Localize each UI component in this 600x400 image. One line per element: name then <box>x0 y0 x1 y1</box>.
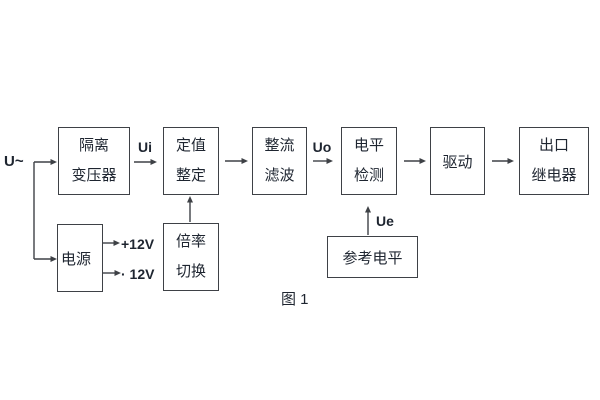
block-reference-level: 参考电平 <box>327 236 418 278</box>
block-level-detection: 电平 检测 <box>341 127 397 195</box>
block-ratio-switching: 倍率 切换 <box>163 223 219 291</box>
block-value-setting: 定值 整定 <box>163 127 219 195</box>
label-ue: Ue <box>376 213 394 229</box>
label-uo: Uo <box>312 139 332 155</box>
label-plus-12v: +12V <box>121 236 155 252</box>
block-label-line: 继电器 <box>531 167 577 184</box>
block-label-line: 电平 <box>353 137 384 154</box>
block-label-line: 驱动 <box>442 153 473 171</box>
block-label-line: 切换 <box>175 263 206 280</box>
block-label-line: 出口 <box>538 137 569 154</box>
block-label-line: 整流 <box>264 137 295 154</box>
block-isolation-transformer: 隔离 变压器 <box>58 127 130 195</box>
block-label-line: 电源 <box>61 250 92 268</box>
figure-caption: 图 1 <box>281 291 309 308</box>
label-minus-12v: · 12V <box>121 266 155 282</box>
block-label-line: 检测 <box>353 167 384 184</box>
block-rectifier-filter: 整流 滤波 <box>252 127 307 195</box>
block-label-line: 参考电平 <box>342 249 403 267</box>
block-label-line: 倍率 <box>175 233 206 250</box>
block-label-line: 整定 <box>175 167 206 184</box>
label-u-input: U~ <box>4 153 24 170</box>
block-label-line: 隔离 <box>78 137 109 154</box>
block-driver: 驱动 <box>430 127 485 195</box>
block-output-relay: 出口 继电器 <box>519 127 589 195</box>
block-power-supply: 电源 <box>57 224 103 292</box>
block-label-line: 定值 <box>175 137 206 154</box>
block-label-line: 滤波 <box>264 167 295 184</box>
label-ui: Ui <box>138 139 152 155</box>
block-label-line: 变压器 <box>71 167 117 184</box>
